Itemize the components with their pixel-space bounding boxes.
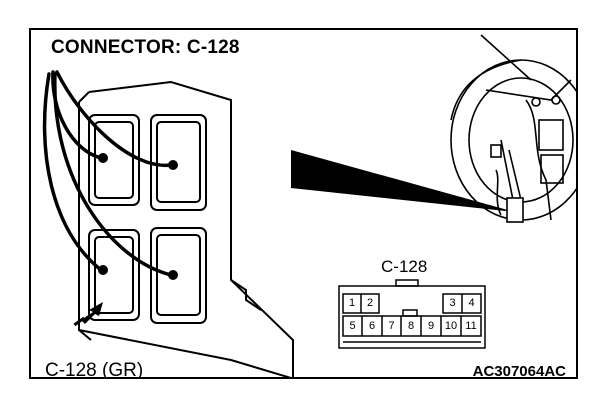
figure-code: AC307064AC [472, 363, 566, 379]
connector-plugs [88, 114, 207, 324]
vehicle-location-view [450, 34, 576, 223]
location-wedge [291, 150, 515, 212]
wire-terminals [98, 153, 178, 280]
diagram-title: CONNECTOR: C-128 [51, 37, 240, 58]
connector-color-label: C-128 (GR) [45, 360, 144, 379]
connector-block [78, 80, 294, 377]
pin-number: 7 [388, 320, 395, 332]
pin-number: 6 [368, 320, 376, 332]
pin-number: 11 [465, 320, 477, 332]
pin-number: 8 [407, 320, 415, 332]
pin-number: 1 [348, 297, 356, 309]
pin-number: 2 [366, 297, 374, 309]
pin-number: 5 [349, 320, 356, 332]
pointer-arrow [73, 302, 103, 327]
diagram-illustration [42, 34, 576, 377]
pin-number: 3 [449, 297, 456, 309]
pin-number: 4 [468, 297, 475, 309]
pin-number: 9 [427, 320, 435, 332]
pin-number: 10 [444, 320, 458, 332]
c128-connector-face [338, 279, 486, 349]
diagram-frame: CONNECTOR: C-128 C-128 1 2 3 4 5 6 7 8 9… [29, 28, 578, 379]
harness-wires [42, 70, 173, 277]
zoom-connector-label: C-128 [381, 257, 428, 276]
